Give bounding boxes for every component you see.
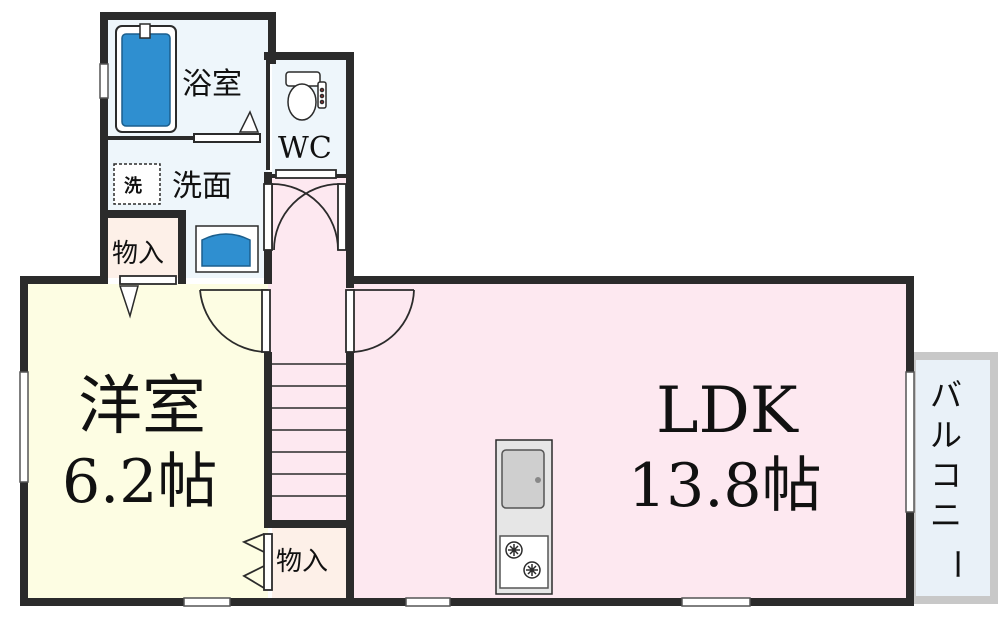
closet-top-door-marker: [118, 285, 139, 319]
ldk-window-bottom-1: [405, 597, 451, 607]
balcony-char: ー: [938, 548, 976, 580]
hallway-floor: [268, 172, 350, 524]
bathtub: [115, 23, 177, 133]
balcony-floor: [912, 356, 994, 600]
toilet-icon: [285, 71, 327, 121]
closet-top-floor: [108, 218, 182, 278]
stove-burner-icon: [505, 541, 541, 579]
ldk-name: LDK: [656, 374, 799, 448]
western-window-left: [19, 371, 29, 483]
balcony-char: ル: [930, 416, 962, 454]
wc-label: WC: [278, 131, 332, 166]
washer-space-icon: [113, 163, 161, 205]
balcony-char: コ: [930, 456, 962, 494]
stairs: [272, 363, 346, 497]
western-room-name: 洋室: [78, 370, 206, 444]
ldk-window-right: [905, 371, 915, 513]
washbasin-icon: [195, 225, 259, 273]
washroom-label: 洗面: [172, 169, 232, 204]
ldk-size: 13.8帖: [628, 451, 822, 521]
windows: [19, 63, 915, 607]
ldk-window-bottom-2: [681, 597, 751, 607]
bath-label: 浴室: [182, 67, 242, 102]
western-room-floor: [28, 284, 268, 598]
ldk-floor: [350, 284, 910, 598]
closet-top-label: 物入: [112, 239, 164, 269]
balcony-char: バ: [930, 376, 962, 414]
closet-bottom-label: 物入: [276, 547, 328, 577]
balcony-char: ニ: [930, 496, 962, 534]
doors: [119, 169, 415, 591]
washer-label: 洗: [124, 175, 142, 197]
bath-partition: [193, 133, 261, 143]
western-room-size: 6.2帖: [62, 447, 217, 517]
closet-bottom-floor: [272, 528, 346, 598]
balcony-label: バ ル コ ニ ー: [930, 376, 976, 580]
bath-window: [99, 63, 109, 99]
bath-door-marker: [238, 110, 260, 133]
western-window-bottom: [183, 597, 231, 607]
